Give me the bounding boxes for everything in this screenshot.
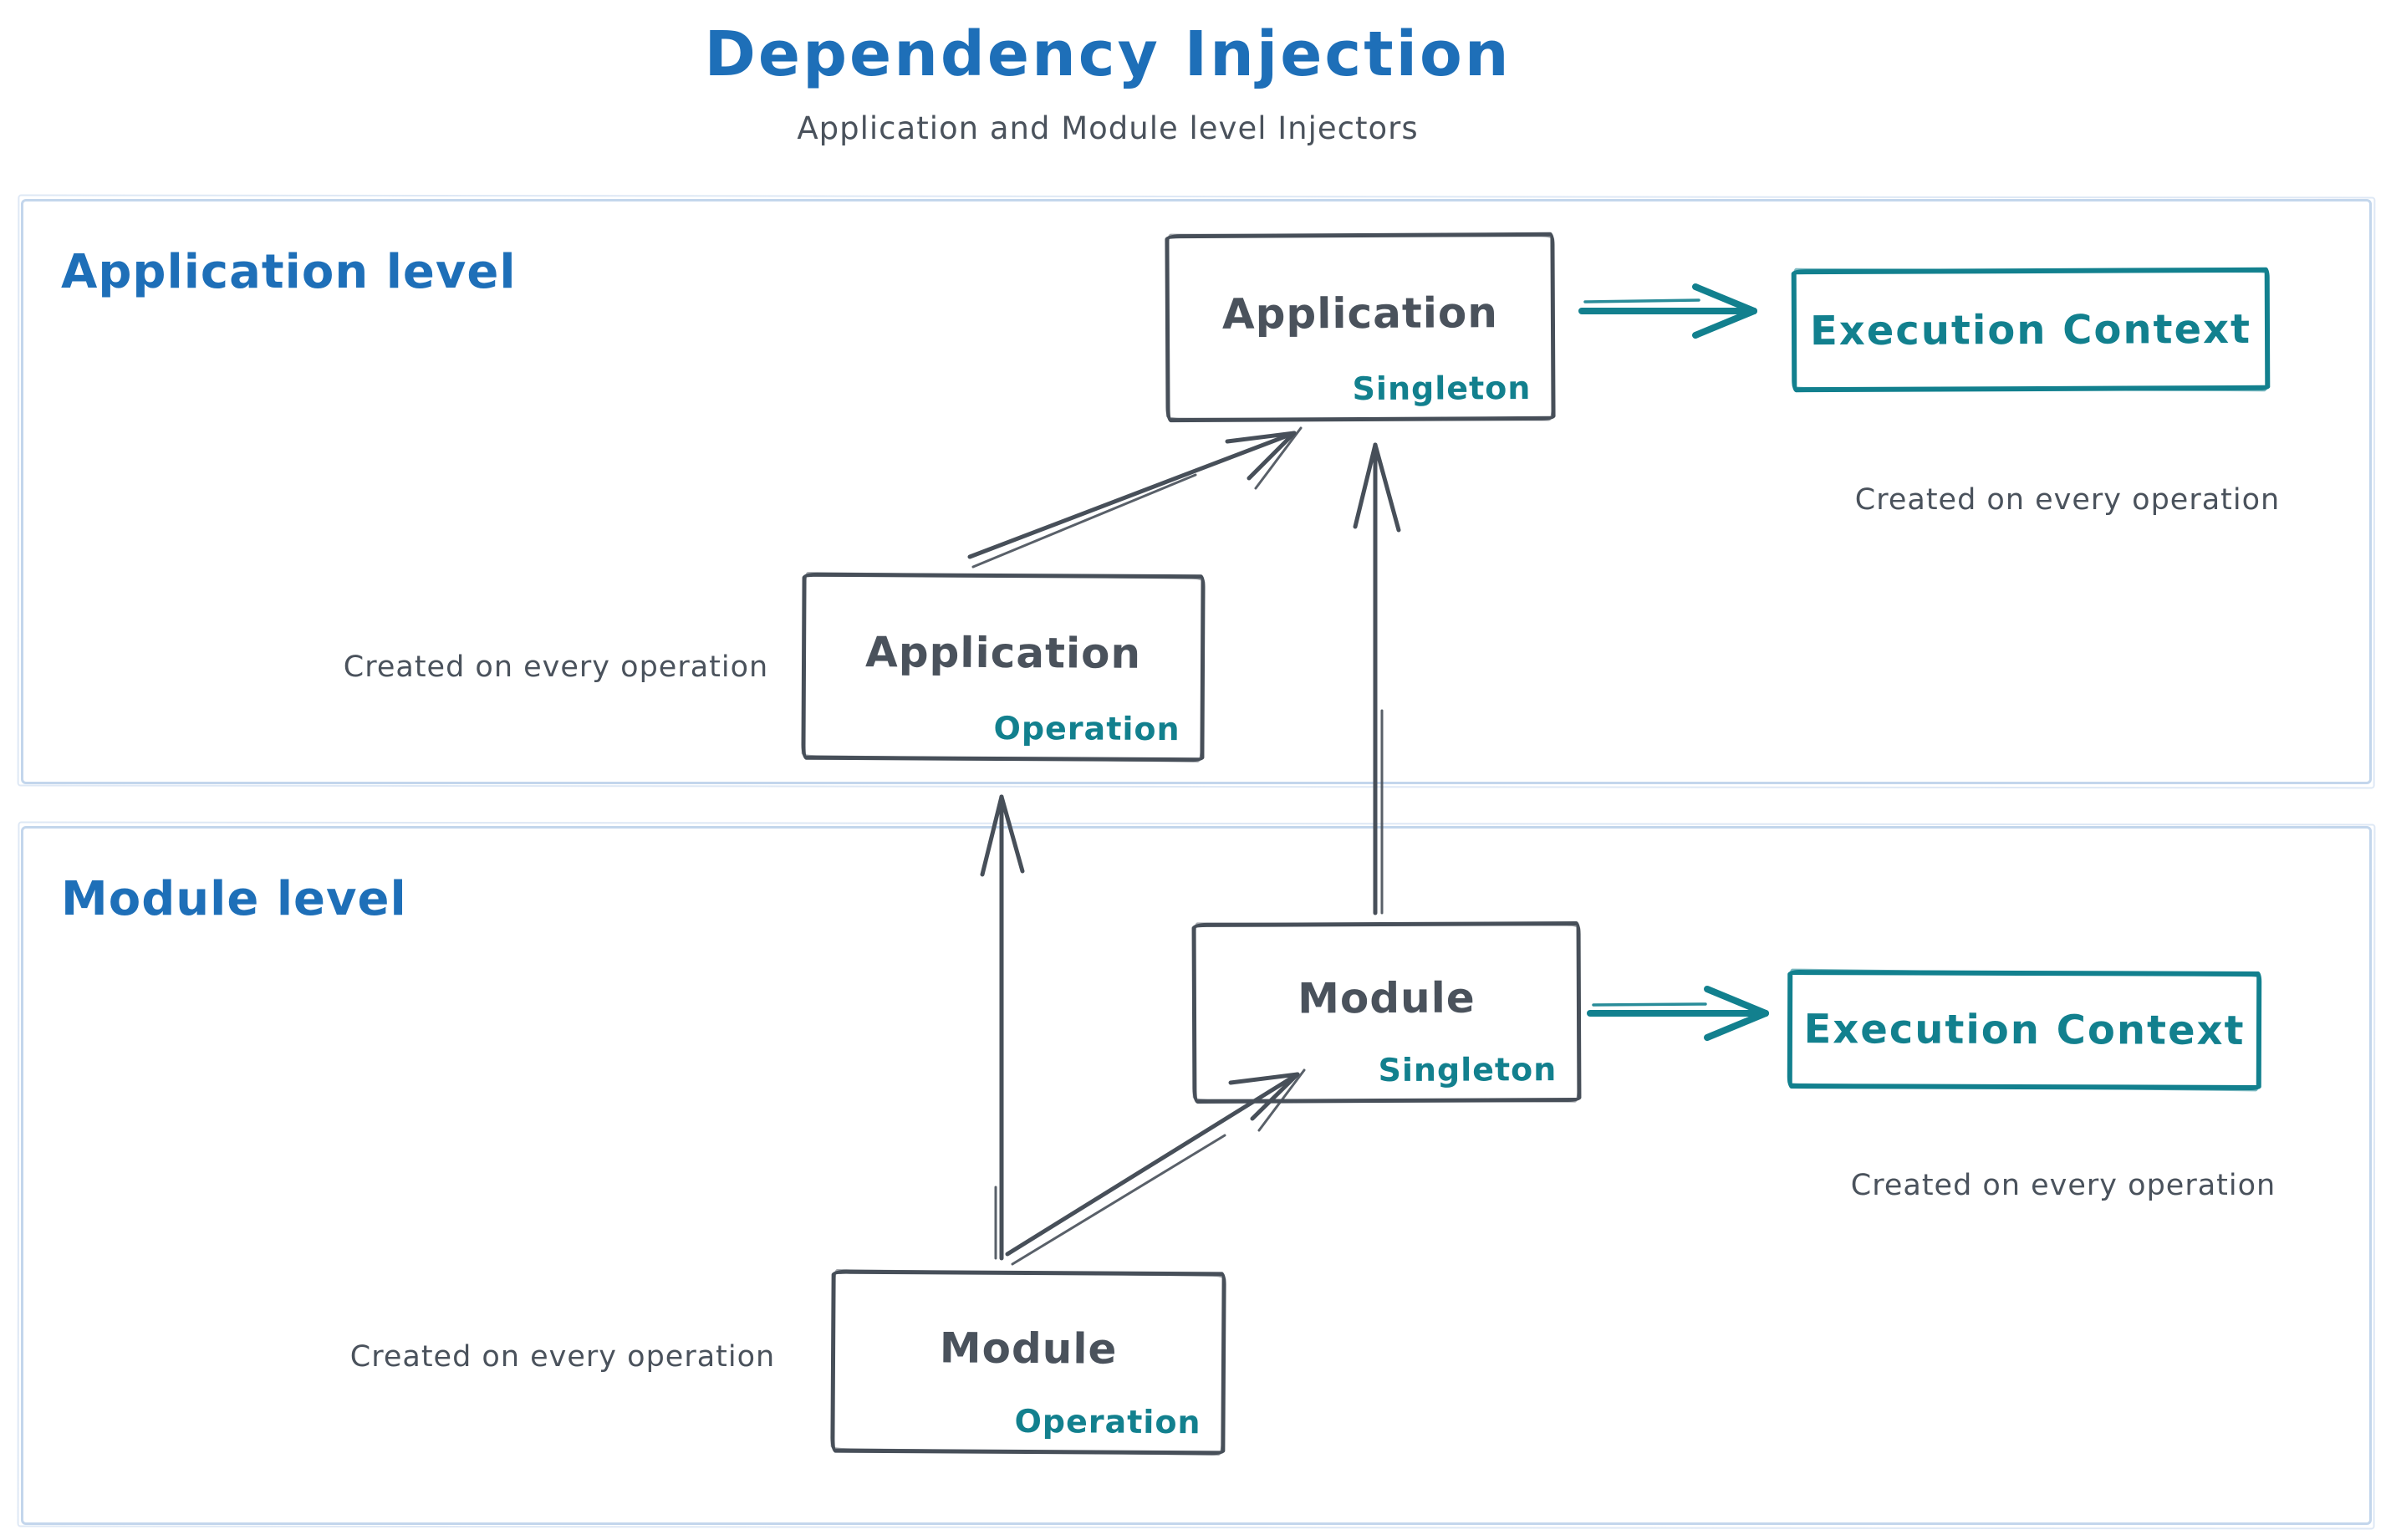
app-operation-title: Application xyxy=(864,628,1142,678)
application-level-label: Application level xyxy=(61,245,517,299)
module-singleton-title: Module xyxy=(1298,973,1476,1023)
app-execution-context-note: Created on every operation xyxy=(1854,483,2281,517)
module-singleton-tag: Singleton xyxy=(1378,1051,1558,1089)
app-operation-tag: Operation xyxy=(993,709,1180,748)
diagram-title: Dependency Injection xyxy=(704,18,1512,90)
app-operation-box: Application Operation xyxy=(801,572,1206,762)
module-execution-context-label: Execution Context xyxy=(1803,1006,2246,1054)
app-singleton-tag: Singleton xyxy=(1352,369,1532,408)
app-singleton-box: Application Singleton xyxy=(1165,232,1556,423)
application-level-section: Application level Application Singleton … xyxy=(21,199,2372,784)
module-operation-tag: Operation xyxy=(1014,1402,1201,1441)
module-level-section: Module level Module Singleton Execution … xyxy=(21,826,2372,1525)
module-execution-context-note: Created on every operation xyxy=(1850,1169,2276,1202)
module-operation-note: Created on every operation xyxy=(349,1340,776,1374)
module-execution-context-box: Execution Context xyxy=(1787,970,2262,1090)
module-level-label: Module level xyxy=(61,872,407,926)
module-singleton-box: Module Singleton xyxy=(1191,920,1582,1104)
app-execution-context-box: Execution Context xyxy=(1791,267,2271,393)
app-singleton-title: Application xyxy=(1221,288,1499,339)
diagram-subtitle: Application and Module level Injectors xyxy=(797,110,1419,146)
app-operation-note: Created on every operation xyxy=(343,650,769,684)
app-execution-context-label: Execution Context xyxy=(1809,305,2252,354)
module-operation-box: Module Operation xyxy=(830,1269,1226,1456)
module-operation-title: Module xyxy=(939,1323,1118,1374)
